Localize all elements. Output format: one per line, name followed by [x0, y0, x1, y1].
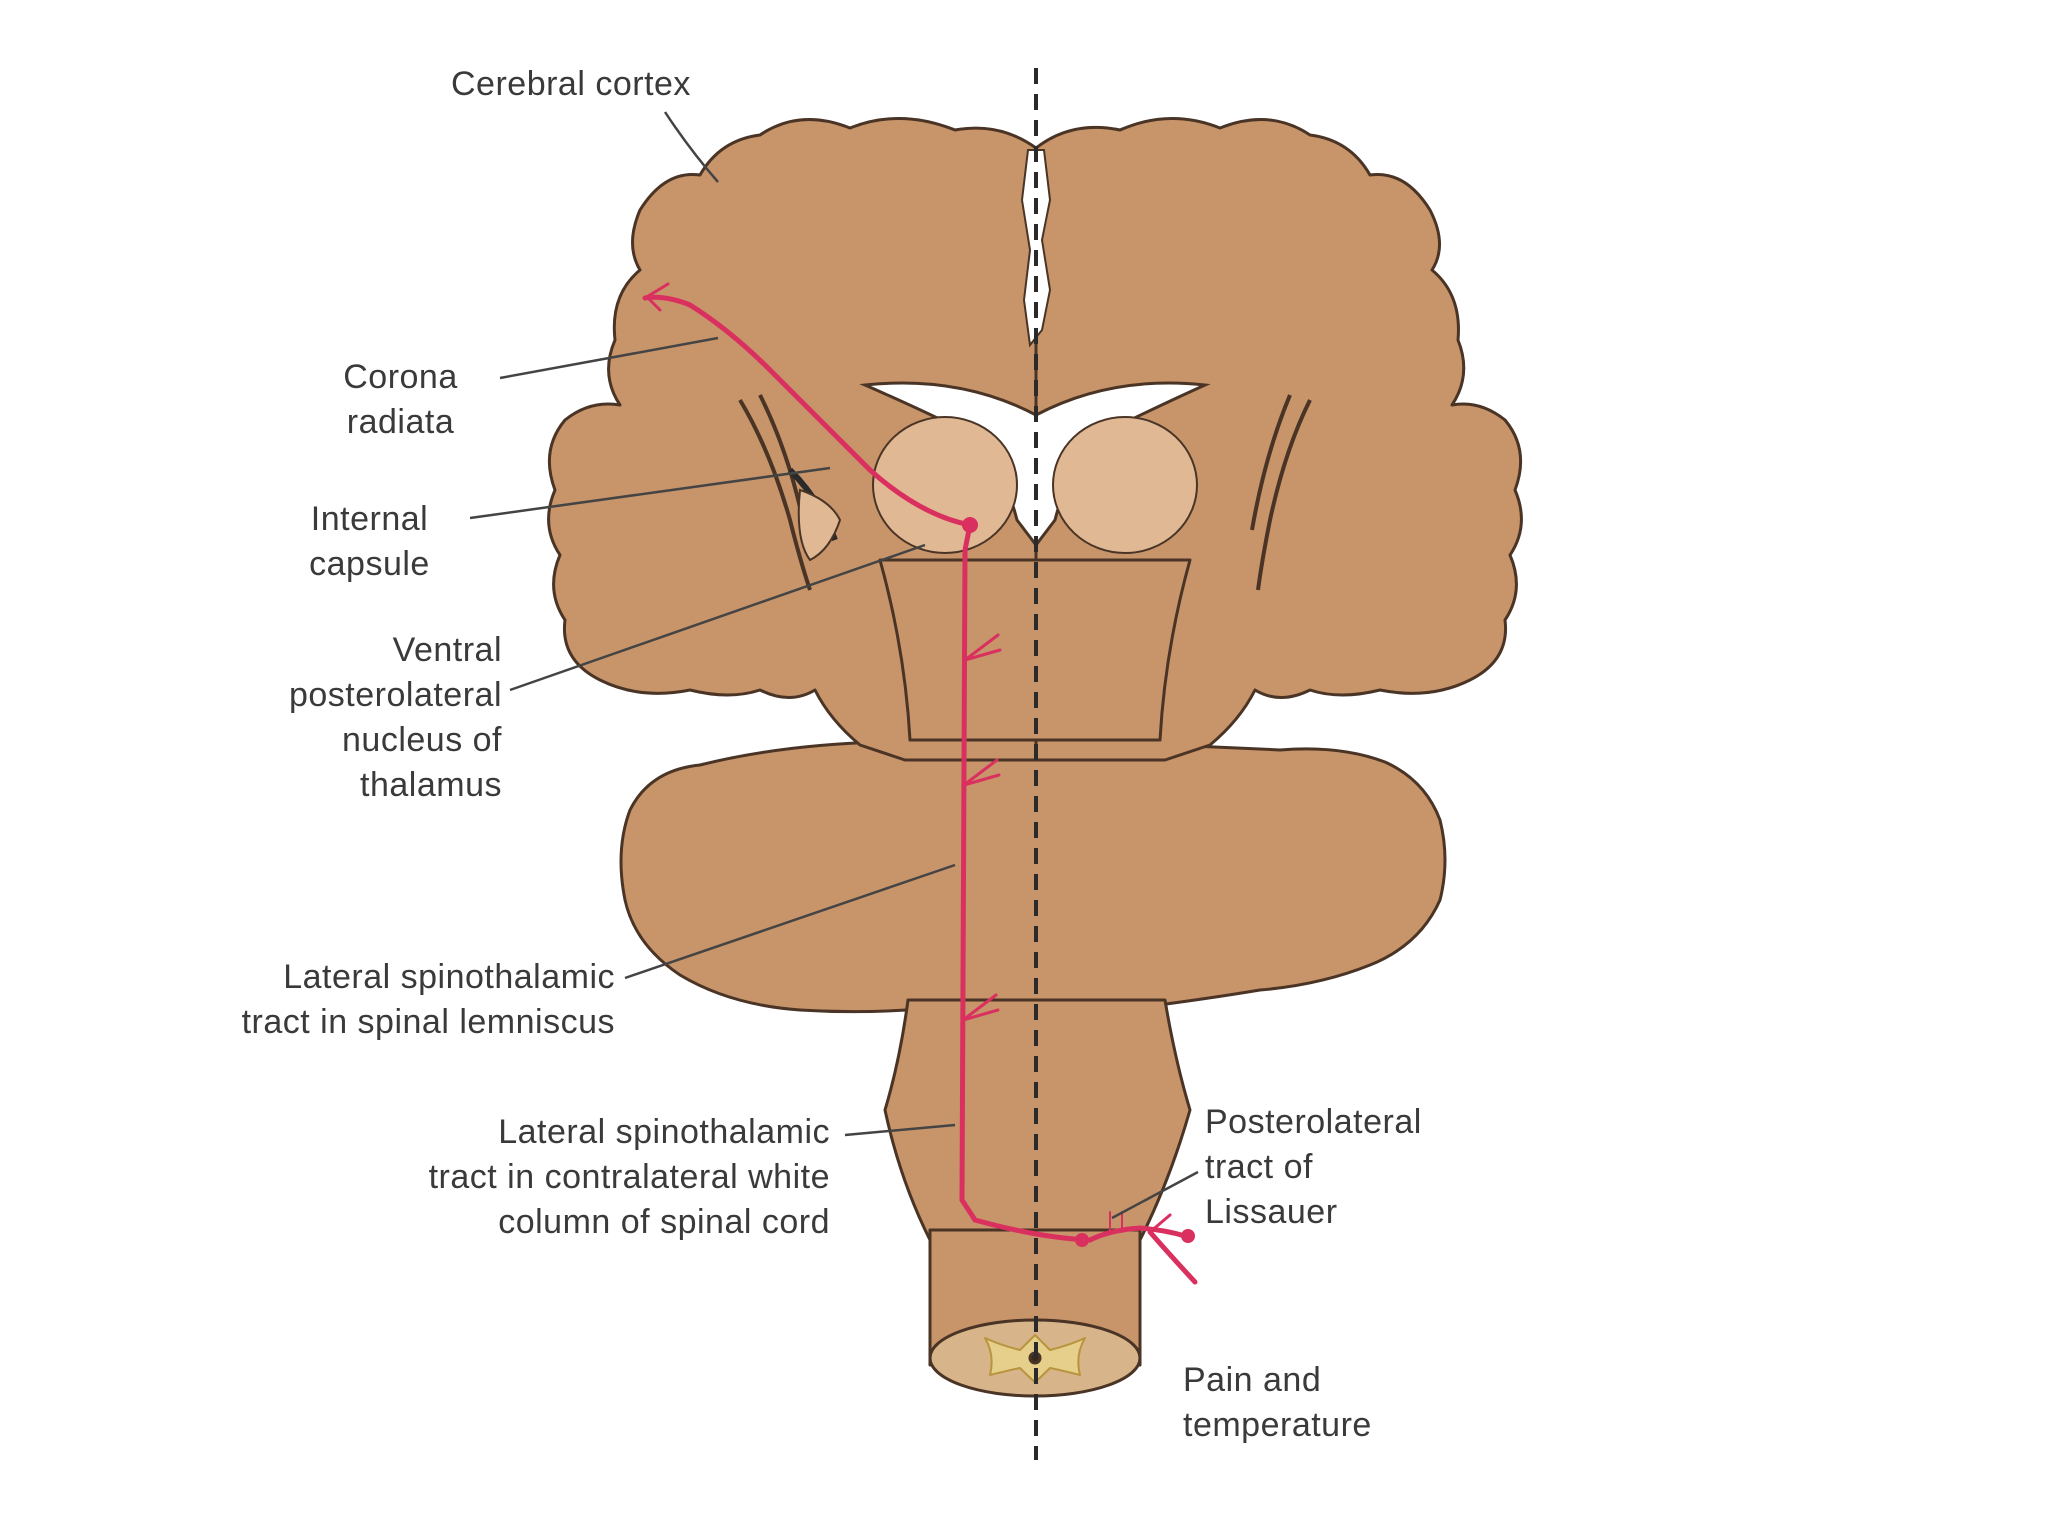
dorsal-root-fiber — [1087, 1225, 1188, 1243]
label-lissauer-tract: Posterolateral tract of Lissauer — [1205, 1103, 1422, 1231]
label-lemniscus-tract: Lateral spinothalamic tract in spinal le… — [241, 958, 615, 1041]
leader-vpl — [509, 543, 926, 692]
leader-cerebral-cortex — [663, 111, 719, 183]
leader-cord-tract — [844, 1123, 956, 1137]
cerebellum — [619, 740, 1447, 1016]
label-vpl-nucleus: Ventral posterolateral nucleus of thalam… — [288, 631, 502, 804]
label-internal-capsule: Internal capsule — [309, 500, 430, 583]
spinothalamic-pathway — [642, 282, 1198, 1285]
vpl-neuron-body — [962, 517, 978, 533]
left-thalamus — [872, 416, 1018, 554]
leader-corona-radiata — [499, 336, 719, 380]
ascending-tract — [959, 522, 1093, 1243]
leader-internal-capsule — [469, 466, 831, 520]
label-cerebral-cortex: Cerebral cortex — [451, 65, 691, 103]
longitudinal-fissure — [1020, 149, 1052, 348]
label-cord-tract: Lateral spinothalamic tract in contralat… — [428, 1113, 830, 1241]
label-corona-radiata: Corona radiata — [343, 358, 458, 441]
right-thalamus — [1052, 416, 1198, 554]
cord-neuron-body — [1075, 1233, 1089, 1247]
dorsal-root-ganglion — [1181, 1229, 1195, 1243]
label-pain-temperature: Pain and temperature — [1183, 1361, 1372, 1444]
leader-lines — [469, 111, 1199, 1220]
leader-lissauer — [1111, 1170, 1199, 1220]
leader-lemniscus — [624, 863, 956, 980]
thalamocortical-fiber — [642, 294, 973, 528]
insula-left — [797, 488, 842, 562]
